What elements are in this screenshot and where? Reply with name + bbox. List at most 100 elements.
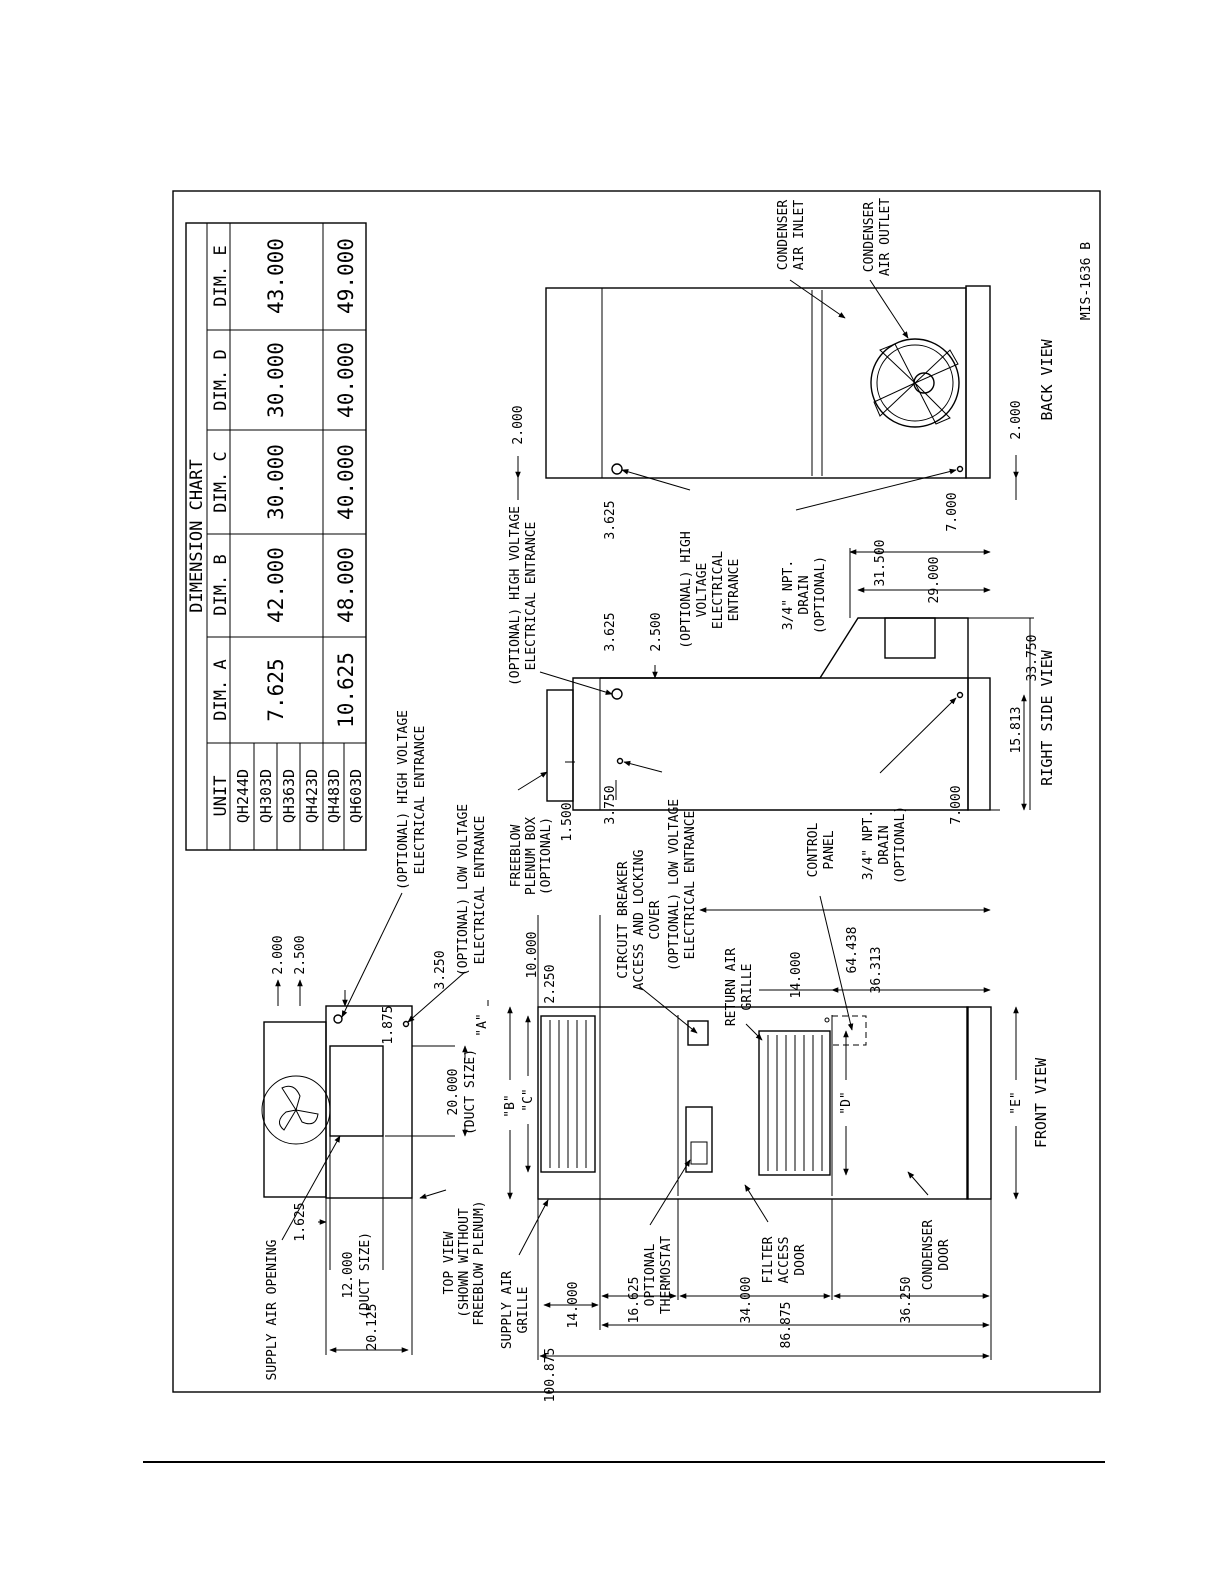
svg-text:GRILLE: GRILLE bbox=[740, 964, 755, 1011]
svg-text:(OPTIONAL): (OPTIONAL) bbox=[893, 806, 908, 884]
value-cell: 30.000 bbox=[264, 444, 288, 520]
svg-text:DRAIN: DRAIN bbox=[797, 575, 812, 614]
svg-text:1.875: 1.875 bbox=[381, 1005, 396, 1044]
svg-text:(OPTIONAL): (OPTIONAL) bbox=[539, 817, 554, 895]
svg-text:16.625: 16.625 bbox=[627, 1277, 642, 1324]
value-cell: 30.000 bbox=[264, 342, 288, 418]
svg-text:3.250: 3.250 bbox=[433, 950, 448, 989]
drawing-number: MIS-1636 B bbox=[1079, 242, 1094, 320]
svg-text:36.250: 36.250 bbox=[899, 1277, 914, 1324]
value-cell: 48.000 bbox=[334, 547, 358, 623]
header-dim-b: DIM. B bbox=[211, 554, 231, 615]
unit-row: QH303D bbox=[257, 769, 275, 823]
unit-row: QH423D bbox=[303, 769, 321, 823]
thermostat bbox=[685, 1106, 713, 1173]
svg-text:TOP VIEW: TOP VIEW bbox=[442, 1232, 457, 1295]
svg-text:(DUCT SIZE): (DUCT SIZE) bbox=[358, 1232, 373, 1318]
svg-text:14.000: 14.000 bbox=[789, 952, 804, 999]
svg-text:1.625: 1.625 bbox=[293, 1202, 308, 1241]
svg-text:RETURN AIR: RETURN AIR bbox=[724, 948, 739, 1026]
value-cell: 40.000 bbox=[334, 444, 358, 520]
svg-text:2.500: 2.500 bbox=[293, 935, 308, 974]
svg-text:2.000: 2.000 bbox=[271, 935, 286, 974]
svg-text:7.000: 7.000 bbox=[945, 492, 960, 531]
svg-text:"A": "A" bbox=[475, 1013, 490, 1036]
svg-text:33.750: 33.750 bbox=[1025, 635, 1040, 682]
footer-rule bbox=[143, 1461, 1105, 1463]
svg-text:29.000: 29.000 bbox=[927, 557, 942, 604]
supply-air-opening-label: SUPPLY AIR OPENING bbox=[265, 1239, 280, 1380]
value-cell: 40.000 bbox=[334, 342, 358, 418]
base bbox=[966, 1006, 992, 1200]
svg-text:64.438: 64.438 bbox=[845, 927, 860, 974]
svg-text:20.000: 20.000 bbox=[446, 1069, 461, 1116]
svg-text:PANEL: PANEL bbox=[822, 830, 837, 869]
value-cell: 10.625 bbox=[334, 652, 358, 728]
svg-text:(OPTIONAL) LOW VOLTAGE: (OPTIONAL) LOW VOLTAGE bbox=[667, 799, 682, 971]
chart-title: DIMENSION CHART bbox=[187, 459, 207, 613]
svg-text:12.000: 12.000 bbox=[341, 1252, 356, 1299]
svg-text:"D": "D" bbox=[839, 1091, 854, 1114]
header-unit: UNIT bbox=[211, 776, 231, 817]
svg-text:CIRCUIT BREAKER: CIRCUIT BREAKER bbox=[616, 861, 631, 979]
dimension-chart: DIMENSION CHART UNIT DIM. A DIM. B DIM. … bbox=[185, 222, 367, 851]
svg-text:2.500: 2.500 bbox=[649, 612, 664, 651]
svg-text:ELECTRICAL ENTRANCE: ELECTRICAL ENTRANCE bbox=[524, 522, 539, 671]
svg-text:OPTIONAL: OPTIONAL bbox=[643, 1244, 658, 1307]
svg-text:ELECTRICAL: ELECTRICAL bbox=[711, 551, 726, 629]
svg-text:(OPTIONAL) HIGH: (OPTIONAL) HIGH bbox=[679, 531, 694, 648]
svg-text:CONTROL: CONTROL bbox=[806, 822, 821, 877]
svg-text:(OPTIONAL): (OPTIONAL) bbox=[813, 556, 828, 634]
condenser-fan-housing bbox=[263, 1021, 327, 1198]
value-cell: 7.625 bbox=[264, 658, 288, 721]
top-view: SUPPLY AIR OPENING (OPTIONAL) HIGH VOLTA… bbox=[261, 710, 490, 1380]
header-dim-c: DIM. C bbox=[211, 451, 231, 512]
svg-text:7.000: 7.000 bbox=[949, 785, 964, 824]
tv-lv-label: ELECTRICAL ENTRANCE bbox=[473, 816, 488, 965]
right-side-view: (OPTIONAL) HIGH VOLTAGE ELECTRICAL ENTRA… bbox=[508, 506, 1056, 895]
svg-text:THERMOSTAT: THERMOSTAT bbox=[659, 1236, 674, 1314]
svg-text:VOLTAGE: VOLTAGE bbox=[695, 563, 710, 618]
svg-text:3/4" NPT.: 3/4" NPT. bbox=[861, 810, 876, 880]
drawing-border bbox=[172, 190, 1101, 1393]
svg-text:3.625: 3.625 bbox=[603, 500, 618, 539]
svg-text:2.000: 2.000 bbox=[1009, 400, 1024, 439]
front-view-unit-outline bbox=[537, 1006, 969, 1200]
unit-row: QH244D bbox=[234, 769, 252, 823]
svg-text:GRILLE: GRILLE bbox=[516, 1287, 531, 1334]
top-view-unit-outline bbox=[325, 1005, 413, 1199]
svg-text:FREEBLOW PLENUM): FREEBLOW PLENUM) bbox=[472, 1200, 487, 1325]
svg-text:(OPTIONAL) HIGH VOLTAGE: (OPTIONAL) HIGH VOLTAGE bbox=[508, 506, 523, 686]
tv-hv-label: ELECTRICAL ENTRANCE bbox=[413, 726, 428, 875]
svg-text:3/4" NPT.: 3/4" NPT. bbox=[781, 560, 796, 630]
svg-text:ENTRANCE: ENTRANCE bbox=[727, 559, 742, 622]
unit-row: QH363D bbox=[280, 769, 298, 823]
value-cell: 49.000 bbox=[334, 238, 358, 314]
svg-text:COVER: COVER bbox=[648, 900, 663, 939]
front-view-title: FRONT VIEW bbox=[1032, 1057, 1050, 1148]
side-view-title: RIGHT SIDE VIEW bbox=[1038, 649, 1056, 785]
value-cell: 43.000 bbox=[264, 238, 288, 314]
svg-text:ACCESS AND LOCKING: ACCESS AND LOCKING bbox=[632, 849, 647, 990]
svg-text:3.750: 3.750 bbox=[603, 785, 618, 824]
back-view-title: BACK VIEW bbox=[1038, 338, 1056, 420]
svg-text:2.000: 2.000 bbox=[511, 405, 526, 444]
svg-text:DOOR: DOOR bbox=[937, 1239, 952, 1270]
svg-text:FREEBLOW: FREEBLOW bbox=[509, 825, 524, 888]
base bbox=[965, 285, 991, 479]
svg-text:DOOR: DOOR bbox=[793, 1244, 808, 1275]
fan-motor-icon bbox=[884, 617, 936, 659]
header-dim-d: DIM. D bbox=[211, 349, 231, 410]
svg-text:20.125: 20.125 bbox=[365, 1304, 380, 1351]
header-dim-e: DIM. E bbox=[211, 245, 231, 306]
svg-text:SUPPLY AIR: SUPPLY AIR bbox=[500, 1271, 515, 1349]
front-view: 10.000 2.250 CIRCUIT BREAKER ACCESS AND … bbox=[500, 799, 1050, 1402]
svg-text:AIR INLET: AIR INLET bbox=[792, 200, 807, 271]
svg-text:(DUCT SIZE): (DUCT SIZE) bbox=[463, 1049, 478, 1135]
freeblow-plenum-box bbox=[546, 689, 574, 802]
back-view-unit-outline bbox=[545, 287, 967, 479]
header-dim-a: DIM. A bbox=[211, 659, 231, 720]
return-air-grille bbox=[758, 1030, 831, 1176]
unit-row: QH603D bbox=[347, 769, 365, 823]
